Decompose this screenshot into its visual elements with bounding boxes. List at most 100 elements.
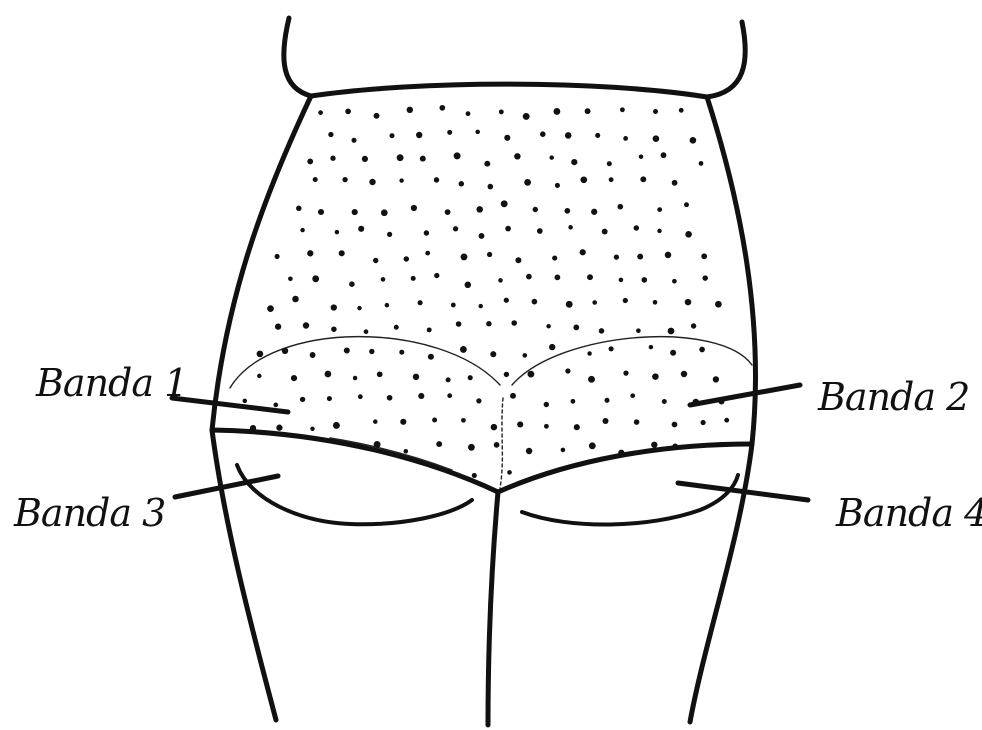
pattern-dot [330, 156, 335, 161]
pattern-dot [532, 299, 538, 305]
pattern-dot [681, 371, 688, 378]
pattern-dot [407, 107, 413, 113]
pattern-dot [636, 328, 641, 333]
pattern-dot [661, 152, 667, 158]
pattern-dot [362, 156, 368, 162]
pattern-dot [634, 225, 639, 230]
pattern-dot [568, 225, 573, 230]
pattern-dot [397, 154, 404, 161]
pattern-dot [432, 418, 437, 423]
seat-contour-lines [230, 337, 752, 488]
pattern-dot [364, 329, 369, 334]
pattern-dot [524, 179, 531, 186]
band2-label: Banda 2 [817, 375, 969, 419]
pattern-dot [476, 206, 483, 213]
pattern-dot [526, 448, 532, 454]
pattern-dot [373, 258, 378, 263]
pattern-dot [349, 281, 355, 287]
pattern-dot [504, 372, 509, 377]
pattern-dot [351, 138, 356, 143]
pattern-dot [653, 135, 660, 142]
pattern-dot [511, 320, 517, 326]
pattern-dot [404, 256, 409, 261]
pattern-dot [425, 251, 430, 256]
pattern-dot [634, 419, 640, 425]
pattern-dot [618, 450, 624, 456]
pattern-dot [369, 349, 374, 354]
pattern-dot [303, 322, 309, 328]
pattern-dot [267, 305, 274, 312]
pattern-dot [275, 254, 280, 259]
pattern-dot [257, 374, 261, 378]
pattern-dot [257, 351, 264, 358]
pattern-dot [702, 275, 708, 281]
pattern-dot [588, 376, 595, 383]
pattern-dot [561, 448, 566, 453]
pattern-dot [668, 328, 675, 335]
leg-outlines [212, 430, 752, 725]
pattern-dot [445, 209, 451, 215]
pattern-dot [592, 300, 597, 305]
pattern-dot [490, 351, 496, 357]
pattern-dot [374, 441, 381, 448]
pattern-dot [276, 425, 282, 431]
pattern-dot [614, 254, 619, 259]
pattern-dot [505, 226, 511, 232]
pattern-dot [325, 371, 332, 378]
pattern-dot [533, 207, 538, 212]
pattern-dot [420, 156, 426, 162]
pattern-dot [434, 273, 439, 278]
pattern-dot [387, 395, 393, 401]
band3-leader [175, 476, 278, 497]
pattern-dot [476, 398, 481, 403]
pattern-dot [514, 153, 520, 159]
pattern-dot [488, 184, 494, 190]
pattern-dot [566, 301, 573, 308]
pattern-dot [436, 441, 442, 447]
pattern-dot [652, 373, 659, 380]
pattern-dot [387, 232, 392, 237]
pattern-dot [555, 275, 561, 281]
pattern-dot [602, 418, 608, 424]
pattern-dot [416, 132, 422, 138]
pattern-dot [454, 152, 461, 159]
pattern-dot [685, 299, 692, 306]
pattern-dot [339, 250, 345, 256]
pattern-dot [623, 298, 628, 303]
pattern-dot [713, 376, 719, 382]
pattern-dot [331, 304, 337, 310]
pattern-dot [555, 183, 560, 188]
pattern-dot [352, 209, 358, 215]
pattern-dot [461, 253, 468, 260]
pattern-dot [672, 443, 678, 449]
pattern-dot [546, 324, 550, 328]
pattern-dot [273, 403, 278, 408]
pattern-dot [715, 301, 722, 308]
pattern-dot [369, 179, 375, 185]
pattern-dot [637, 254, 643, 260]
pattern-dot [472, 473, 477, 478]
pattern-dot [571, 159, 577, 165]
pattern-dot [609, 177, 614, 182]
pattern-dot [565, 368, 570, 373]
pattern-dot [591, 209, 597, 215]
garment-body [212, 84, 756, 492]
pattern-dot [307, 158, 313, 164]
pattern-dot [672, 422, 678, 428]
pattern-dot [353, 376, 357, 380]
pattern-dot [243, 399, 248, 404]
pattern-dot [331, 326, 337, 332]
band4-label: Banda 4 [835, 491, 982, 535]
pattern-dot [345, 109, 351, 115]
pattern-dot [701, 420, 706, 425]
pattern-dot [460, 346, 467, 353]
pattern-dot [456, 321, 462, 327]
pattern-dot [649, 345, 653, 349]
pattern-dot [484, 161, 490, 167]
pattern-dot [327, 396, 332, 401]
pattern-dot [475, 130, 480, 135]
pattern-dot [377, 371, 383, 377]
polka-dot-pattern [243, 105, 730, 478]
pattern-dot [300, 228, 304, 232]
pattern-dot [358, 394, 363, 399]
